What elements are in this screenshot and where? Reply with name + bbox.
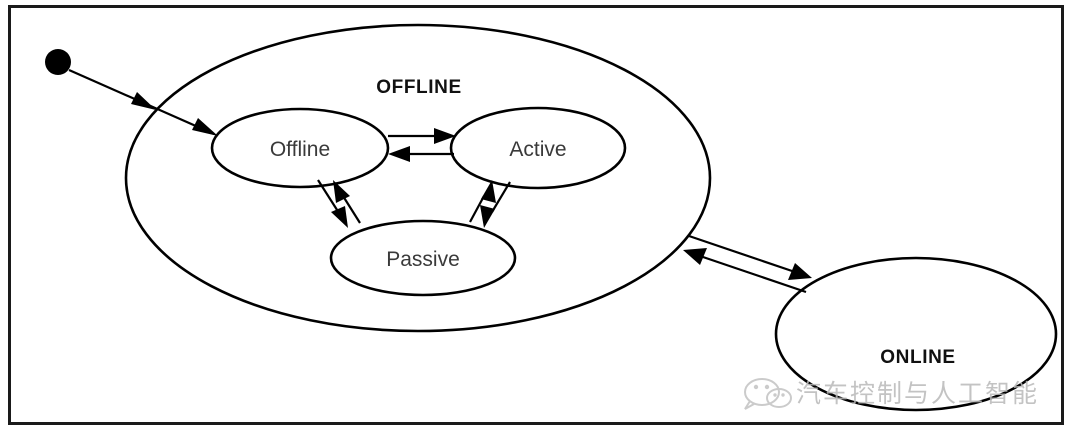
active-state-label: Active (509, 138, 566, 161)
transition-initial-to-offline-arrowhead-end (192, 118, 218, 136)
wechat-icon-tail-large (744, 400, 755, 410)
transition-active-passive-rail-right (491, 181, 511, 213)
transition-offline-passive-arrowhead-down (331, 206, 348, 228)
wechat-icon-small-eye-right (781, 393, 785, 397)
offline-state-label: Offline (270, 138, 330, 161)
transition-offline-passive[interactable] (317, 179, 361, 228)
initial-pseudostate-dot[interactable] (45, 49, 71, 75)
wechat-icon-eye-left (753, 384, 759, 390)
outer-border (8, 5, 1064, 425)
offline-region-ellipse[interactable] (124, 23, 712, 333)
transition-offline-region-online-region[interactable] (683, 234, 812, 294)
transition-active-passive-arrowhead-up (481, 180, 496, 203)
transition-offline-active[interactable] (388, 128, 456, 162)
wechat-icon-eye-right (764, 384, 770, 390)
transition-offline-passive-rail-right (342, 195, 361, 224)
transition-regions-arrowhead-online (788, 263, 812, 280)
passive-state-label: Passive (386, 248, 460, 271)
transition-initial-to-offline[interactable] (68, 68, 218, 136)
wechat-watermark: 汽车控制与人工智能 (744, 378, 1039, 410)
transition-active-passive-arrowhead-down (480, 205, 495, 228)
transition-regions-arrowhead-offline (683, 248, 707, 265)
wechat-icon-small-bubble (766, 388, 792, 408)
wechat-icon-small-eye-left (773, 393, 777, 397)
online-region-label: ONLINE (880, 347, 955, 368)
transition-offline-passive-rail-left (317, 179, 340, 214)
watermark-label: 汽车控制与人工智能 (796, 379, 1039, 408)
transition-offline-active-arrowhead-left (388, 146, 410, 162)
transition-active-passive-rail-left (469, 195, 485, 223)
online-region-ellipse[interactable] (774, 256, 1058, 412)
transition-active-passive[interactable] (469, 180, 511, 228)
transition-offline-active-arrowhead-right (434, 128, 456, 144)
transition-offline-passive-arrowhead-up (333, 180, 350, 203)
offline-region-label: OFFLINE (376, 77, 461, 98)
transition-regions-rail-bottom (699, 254, 807, 294)
transition-regions-rail-top (688, 234, 796, 274)
active-state-ellipse[interactable] (449, 106, 627, 190)
offline-state-ellipse[interactable] (210, 107, 390, 189)
transition-initial-to-offline-arrowhead-mid (131, 92, 156, 110)
wechat-icon (744, 378, 780, 406)
passive-state-ellipse[interactable] (329, 219, 517, 297)
